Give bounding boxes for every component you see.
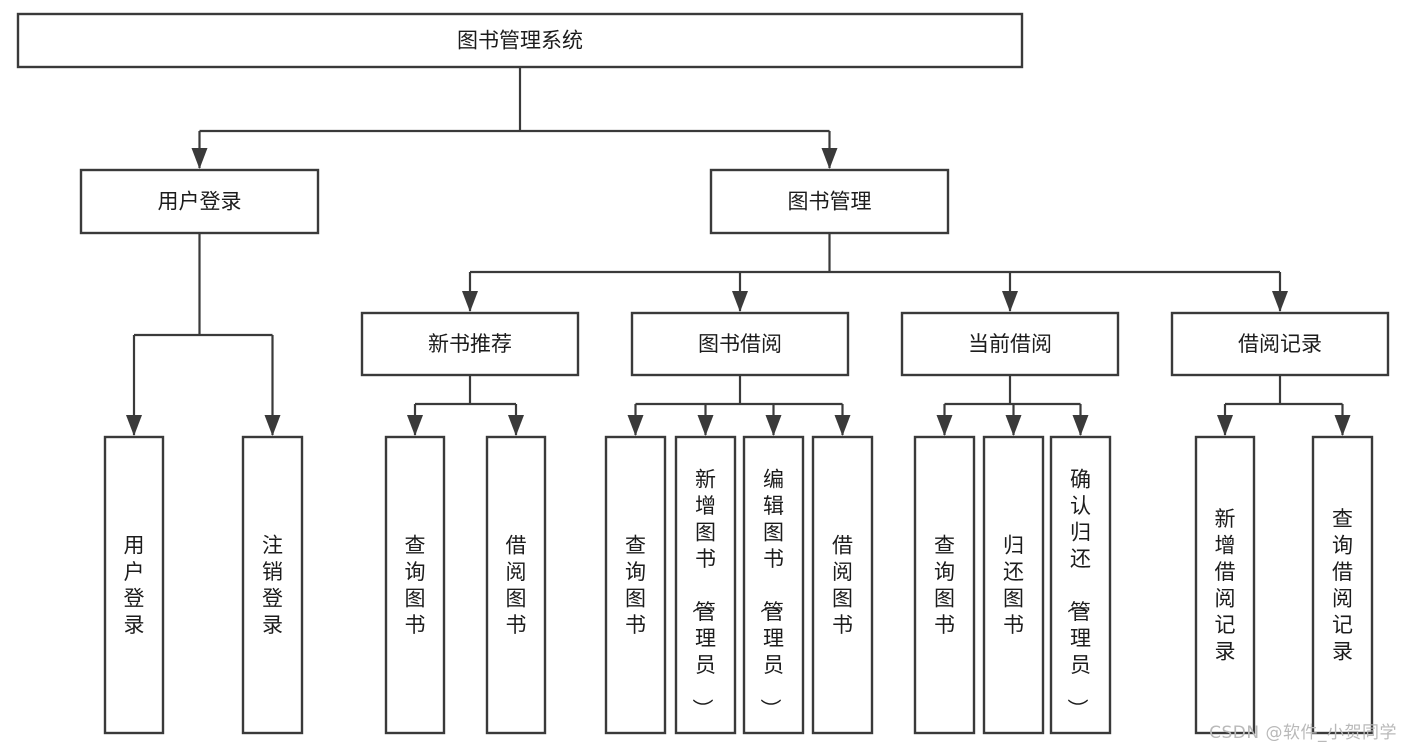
connector-group <box>191 67 838 169</box>
node-layer: 图书管理系统用户登录图书管理新书推荐图书借阅当前借阅借阅记录用户登录注销登录查询… <box>16 12 1390 735</box>
node-label: 新增借阅记录 <box>1215 507 1236 664</box>
node-leaf-leaf-borrow-book[interactable]: 借阅图书 <box>811 435 874 735</box>
node-box[interactable] <box>16 12 1024 69</box>
arrow-head-icon <box>936 415 953 436</box>
node-box[interactable] <box>674 435 737 735</box>
node-leaf-leaf-query-book-new[interactable]: 查询图书 <box>384 435 446 735</box>
node-label: 用户登录 <box>124 534 145 638</box>
arrow-head-icon <box>1002 291 1018 312</box>
node-box[interactable] <box>241 435 304 735</box>
arrow-head-icon <box>1072 415 1089 436</box>
connector-group <box>936 375 1089 436</box>
node-leaf-leaf-user-login[interactable]: 用户登录 <box>103 435 165 735</box>
node-label: 图书管理 <box>788 190 872 214</box>
arrow-head-icon <box>1272 291 1288 312</box>
node-box[interactable] <box>1311 435 1374 735</box>
arrow-head-icon <box>1334 415 1351 436</box>
node-box[interactable] <box>1049 435 1112 735</box>
node-box[interactable] <box>1170 311 1390 377</box>
node-label: 新增图书（管理员） <box>690 467 716 719</box>
node-label: 查询图书 <box>934 534 955 638</box>
node-label: 归还图书 <box>1003 534 1024 638</box>
arrow-head-icon <box>191 148 208 169</box>
arrow-head-icon <box>732 291 748 312</box>
node-leaf-leaf-return-book[interactable]: 归还图书 <box>982 435 1045 735</box>
arrow-head-icon <box>407 415 423 436</box>
csdn-watermark: CSDN @软件_小贺同学 <box>1209 723 1397 743</box>
node-label: 编辑图书（管理员） <box>758 467 784 719</box>
node-leaf-leaf-confirm-return-admin[interactable]: 确认归还（管理员） <box>1049 435 1112 735</box>
node-box[interactable] <box>103 435 165 735</box>
connector-layer <box>126 67 1351 436</box>
node-label: 借阅图书 <box>832 534 853 638</box>
connector-group <box>126 233 281 436</box>
arrow-head-icon <box>821 148 838 169</box>
arrow-head-icon <box>834 415 851 436</box>
node-label: 当前借阅 <box>968 332 1052 356</box>
node-label: 注销登录 <box>262 534 283 638</box>
arrow-head-icon <box>1005 415 1022 436</box>
node-label: 借阅图书 <box>506 534 527 638</box>
connector-group <box>627 375 851 436</box>
node-box[interactable] <box>360 311 580 377</box>
node-l2-book-management[interactable]: 图书管理 <box>709 168 950 235</box>
node-l3-current-borrow[interactable]: 当前借阅 <box>900 311 1120 377</box>
arrow-head-icon <box>1217 415 1233 436</box>
arrow-head-icon <box>697 415 714 436</box>
node-label: 新书推荐 <box>428 332 512 356</box>
node-box[interactable] <box>384 435 446 735</box>
node-box[interactable] <box>913 435 976 735</box>
arrow-head-icon <box>765 415 782 436</box>
node-label: 确认归还（管理员） <box>1065 467 1091 719</box>
node-leaf-leaf-borrow-book-new[interactable]: 借阅图书 <box>485 435 547 735</box>
arrow-head-icon <box>462 291 478 312</box>
node-box[interactable] <box>900 311 1120 377</box>
node-label: 查询图书 <box>625 534 646 638</box>
node-label: 图书管理系统 <box>457 29 583 53</box>
node-leaf-leaf-add-book-admin[interactable]: 新增图书（管理员） <box>674 435 737 735</box>
node-box[interactable] <box>604 435 667 735</box>
node-leaf-leaf-query-borrow-record[interactable]: 查询借阅记录 <box>1311 435 1374 735</box>
node-box[interactable] <box>485 435 547 735</box>
node-leaf-leaf-edit-book-admin[interactable]: 编辑图书（管理员） <box>742 435 805 735</box>
node-leaf-leaf-logout[interactable]: 注销登录 <box>241 435 304 735</box>
node-box[interactable] <box>630 311 850 377</box>
node-box[interactable] <box>742 435 805 735</box>
node-box[interactable] <box>811 435 874 735</box>
connector-group <box>407 375 524 436</box>
node-l3-new-book-recommend[interactable]: 新书推荐 <box>360 311 580 377</box>
node-label: 用户登录 <box>158 190 242 214</box>
node-box[interactable] <box>1194 435 1256 735</box>
node-l3-borrow-record[interactable]: 借阅记录 <box>1170 311 1390 377</box>
node-box[interactable] <box>982 435 1045 735</box>
node-l3-book-borrow[interactable]: 图书借阅 <box>630 311 850 377</box>
node-box[interactable] <box>709 168 950 235</box>
arrow-head-icon <box>264 415 281 436</box>
node-leaf-leaf-query-book-current[interactable]: 查询图书 <box>913 435 976 735</box>
node-label: 借阅记录 <box>1238 332 1322 356</box>
connector-group <box>462 233 1288 312</box>
arrow-head-icon <box>508 415 524 436</box>
node-box[interactable] <box>79 168 320 235</box>
node-root-root[interactable]: 图书管理系统 <box>16 12 1024 69</box>
node-leaf-leaf-add-borrow-record[interactable]: 新增借阅记录 <box>1194 435 1256 735</box>
node-l2-user-login[interactable]: 用户登录 <box>79 168 320 235</box>
node-label: 查询借阅记录 <box>1332 507 1353 664</box>
node-label: 图书借阅 <box>698 332 782 356</box>
node-leaf-leaf-query-book-borrow[interactable]: 查询图书 <box>604 435 667 735</box>
arrow-head-icon <box>627 415 644 436</box>
arrow-head-icon <box>126 415 142 436</box>
connector-group <box>1217 375 1351 436</box>
node-label: 查询图书 <box>405 534 426 638</box>
